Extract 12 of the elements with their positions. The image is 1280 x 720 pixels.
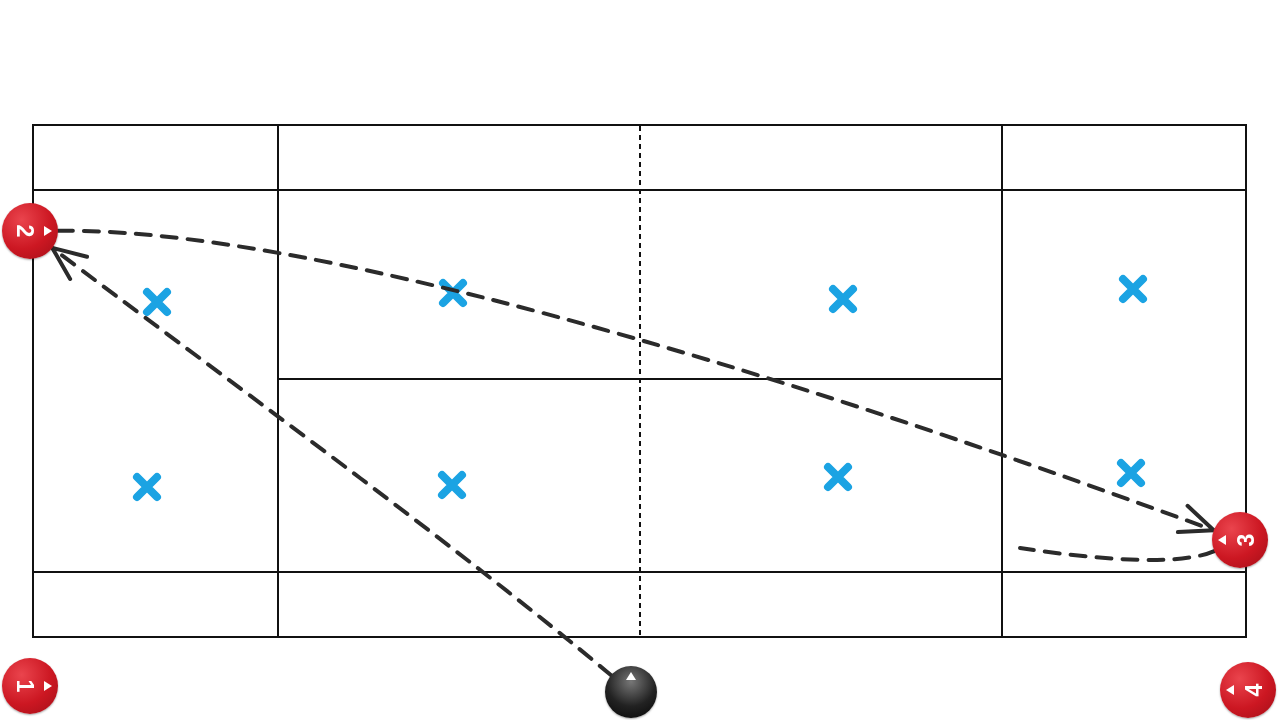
player-number: 4: [1242, 683, 1266, 697]
player-number: 3: [1234, 533, 1258, 547]
player-number: 1: [12, 679, 36, 693]
player-marker: [2, 203, 58, 259]
player-number: 2: [12, 224, 36, 238]
dashed-arrow: [56, 228, 1216, 535]
player-marker: [1220, 662, 1276, 718]
player-marker: [1212, 512, 1268, 568]
player-marker: [2, 658, 58, 714]
dashed-line: [1018, 546, 1217, 562]
player-marker: [605, 666, 657, 718]
dashed-arrow: [50, 245, 614, 678]
